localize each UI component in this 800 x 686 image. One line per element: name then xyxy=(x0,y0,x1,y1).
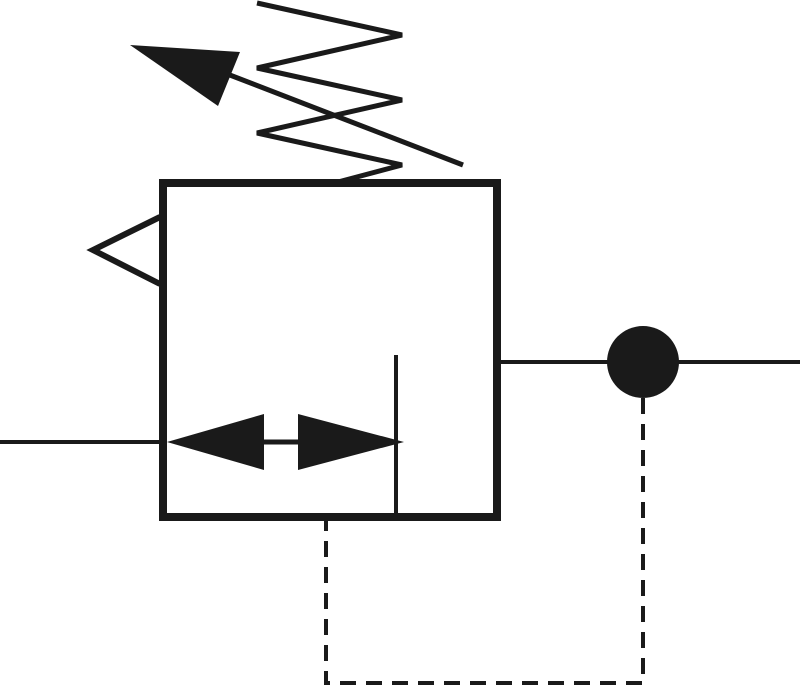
junction-dot xyxy=(607,326,679,398)
adjustment-arrow xyxy=(130,45,464,168)
spring-zigzag xyxy=(256,0,403,185)
flow-arrow-right-head xyxy=(298,414,404,470)
adjustment-arrow-shaft xyxy=(221,69,464,168)
flow-arrow xyxy=(167,414,404,470)
exhaust-triangle xyxy=(86,214,162,287)
adjustment-arrow-head xyxy=(130,45,240,106)
flow-arrow-left-head xyxy=(167,414,264,470)
valve-body xyxy=(159,179,501,521)
pilot-line xyxy=(324,398,645,685)
